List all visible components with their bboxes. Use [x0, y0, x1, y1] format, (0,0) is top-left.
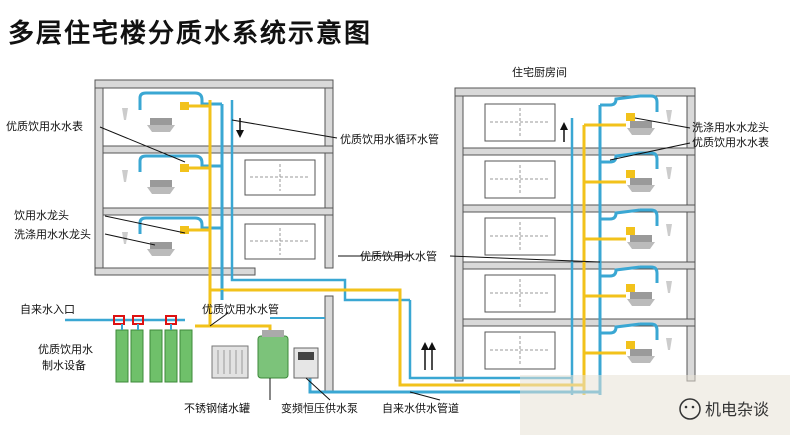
label-drinking-pipe-mid: 优质饮用水水管	[360, 249, 437, 263]
label-drinking-tap: 饮用水龙头	[14, 209, 69, 222]
faucet-icon	[626, 227, 635, 235]
label-washing-tap-right: 洗涤用水水龙头	[692, 120, 769, 134]
wechat-icon	[679, 398, 701, 420]
glass-icon	[666, 167, 672, 179]
right-fixtures	[626, 94, 672, 363]
faucet-icon	[626, 341, 635, 349]
right-floor-3	[626, 208, 672, 249]
right-pipes	[560, 94, 641, 395]
right-floor-2	[626, 151, 672, 192]
glass-icon	[666, 110, 672, 122]
right-floor-4	[626, 265, 672, 306]
sink-icon	[630, 235, 652, 242]
glass-icon	[122, 108, 128, 120]
diagram-title: 多层住宅楼分质水系统示意图	[8, 18, 372, 49]
glass-icon	[122, 170, 128, 182]
label-vf-pump: 变频恒压供水泵	[281, 401, 358, 415]
label-treatment-equipment-line2: 制水设备	[42, 358, 86, 372]
right-floor-5	[626, 322, 672, 363]
label-washing-tap-left: 洗涤用水水龙头	[14, 227, 91, 241]
right-building	[454, 87, 696, 382]
stainless-tank	[257, 330, 289, 379]
faucet-icon	[180, 226, 189, 234]
watermark: 机电杂谈	[520, 375, 790, 435]
control-cabinet	[211, 345, 249, 379]
glass-icon	[666, 224, 672, 236]
label-municipal-inlet: 自来水入口	[20, 303, 75, 316]
glass-icon	[666, 338, 672, 350]
vf-pump	[293, 347, 319, 379]
watermark-text: 机电杂谈	[705, 400, 769, 419]
sink-icon	[150, 180, 172, 187]
label-circulation-pipe: 优质饮用水循环水管	[340, 132, 439, 146]
faucet-icon	[626, 170, 635, 178]
valve-icon	[113, 315, 125, 325]
label-treatment-equipment-line1: 优质饮用水	[38, 343, 93, 356]
faucet-icon	[180, 164, 189, 172]
faucet-icon	[626, 113, 635, 121]
sink-icon	[150, 242, 172, 249]
label-drinking-pipe-lower: 优质饮用水水管	[202, 302, 279, 316]
label-municipal-pipe: 自来水供水管道	[382, 401, 459, 415]
sink-icon	[630, 349, 652, 356]
sink-icon	[630, 178, 652, 185]
label-left-meter: 优质饮用水水表	[6, 119, 83, 133]
treatment-equipment	[113, 315, 193, 383]
faucet-icon	[180, 102, 189, 110]
leader-lines	[99, 117, 691, 401]
sink-icon	[150, 118, 172, 125]
faucet-icon	[626, 284, 635, 292]
left-fixtures	[122, 91, 189, 256]
right-floor-1	[626, 94, 672, 135]
sink-icon	[630, 292, 652, 299]
sink-icon	[630, 121, 652, 128]
label-kitchen-header: 住宅厨房间	[512, 65, 567, 79]
label-right-meter: 优质饮用水水表	[692, 135, 769, 149]
glass-icon	[666, 281, 672, 293]
label-stainless-tank: 不锈钢储水罐	[184, 401, 250, 415]
